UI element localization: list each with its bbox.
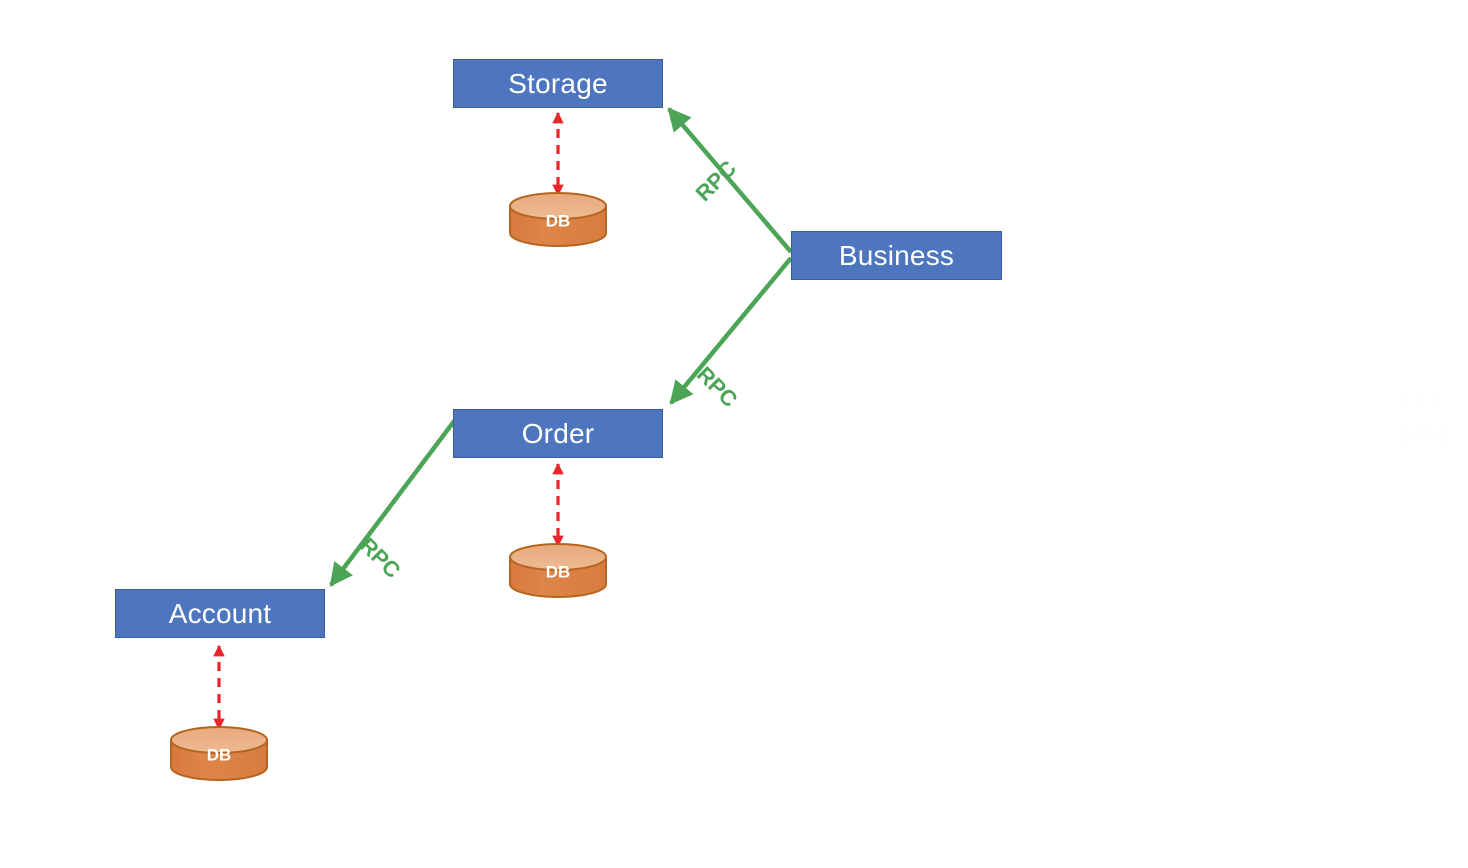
database-cylinder-account[interactable]: DB [170, 726, 268, 781]
db-top-storage [509, 192, 607, 220]
ghost-artifact-2: 2 2 2 2 [1398, 426, 1450, 445]
database-cylinder-storage[interactable]: DB [509, 192, 607, 247]
rpc-line-business-to-storage [667, 107, 793, 254]
db-label-storage: DB [546, 211, 571, 230]
rpc-line-order-to-account [329, 410, 463, 587]
rpc-edge-business-to-order[interactable]: RPC [669, 256, 793, 412]
node-order[interactable]: Order [453, 409, 663, 458]
rpc-label-business-to-storage: RPC [691, 155, 742, 206]
rpc-line-business-to-order [669, 256, 793, 405]
db-label-order: DB [546, 562, 571, 581]
db-top-order [509, 543, 607, 571]
ghost-artifact-1: 1 1 1 [1402, 390, 1440, 409]
db-top-account [170, 726, 268, 754]
rpc-edge-order-to-account[interactable]: RPC [329, 410, 463, 587]
db-label-account: DB [207, 745, 232, 764]
node-business[interactable]: Business [791, 231, 1002, 280]
database-cylinder-order[interactable]: DB [509, 543, 607, 598]
node-account[interactable]: Account [115, 589, 325, 638]
node-storage[interactable]: Storage [453, 59, 663, 108]
rpc-edge-business-to-storage[interactable]: RPC [667, 107, 793, 254]
